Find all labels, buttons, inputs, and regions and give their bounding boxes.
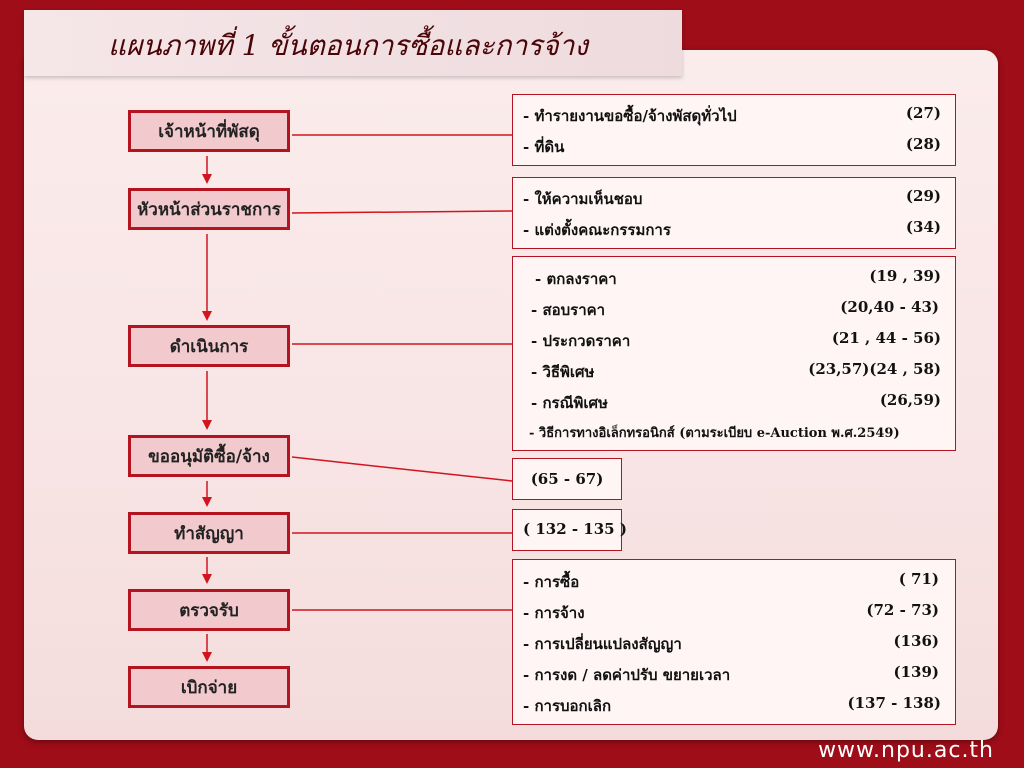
ref-box-operate: - ตกลงราคา (19 , 39) - สอบราคา (20,40 - … [512,256,956,451]
ref-box-inspect: - การซื้อ ( 71) - การจ้าง (72 - 73) - กา… [512,559,956,725]
step-inspect: ตรวจรับ [128,589,290,631]
ref-box-head: - ให้ความเห็นชอบ (29) - แต่งตั้งคณะกรรมก… [512,177,956,249]
ref-box-approve: (65 - 67) [512,458,622,500]
connector-approve [291,456,513,482]
page-title: แผนภาพที่ 1 ขั้นตอนการซื้อและการจ้าง [108,29,589,62]
step-contract: ทำสัญญา [128,512,290,554]
title-banner [24,10,682,76]
step-operate: ดำเนินการ [128,325,290,367]
step-officer: เจ้าหน้าที่พัสดุ [128,110,290,152]
footer-url: www.npu.ac.th [818,738,994,763]
step-request-approval: ขออนุมัติซื้อ/จ้าง [128,435,290,477]
connector-head [291,210,513,214]
step-head-of-office: หัวหน้าส่วนราชการ [128,188,290,230]
ref-box-officer: - ทำรายงานขอซื้อ/จ้างพัสดุทั่วไป (27) - … [512,94,956,166]
step-disburse: เบิกจ่าย [128,666,290,708]
ref-box-contract: ( 132 - 135 ) [512,509,627,551]
